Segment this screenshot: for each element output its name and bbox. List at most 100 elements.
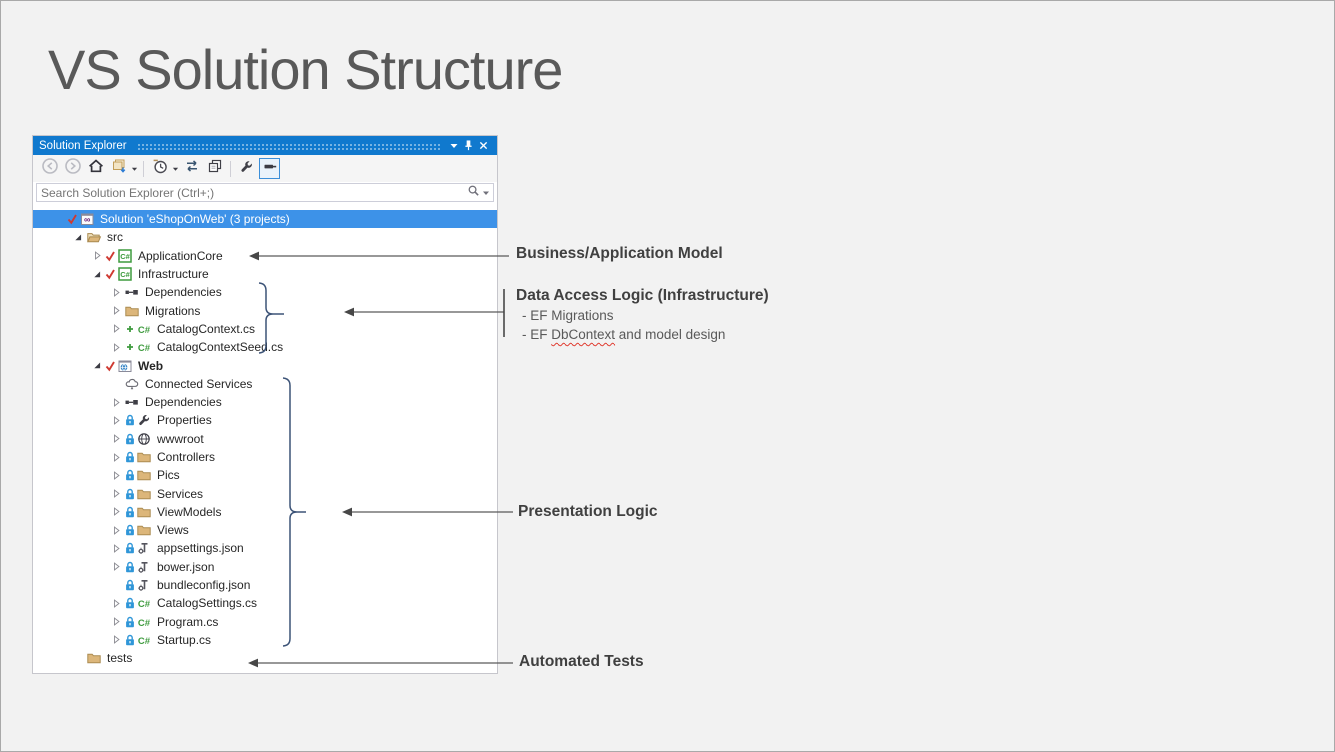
tree-item-tests[interactable]: tests (33, 649, 497, 667)
json-icon (136, 540, 153, 556)
chevron-down-icon[interactable] (446, 138, 461, 154)
tree-item-label: CatalogContextSeed.cs (157, 340, 284, 355)
expander-closed-icon[interactable] (110, 432, 124, 445)
tree-item-label: ViewModels (157, 504, 222, 519)
forward-button[interactable] (62, 158, 83, 179)
folder-open-icon (86, 229, 103, 245)
csharp-file-icon: C# (136, 339, 153, 355)
tree-item-properties[interactable]: Properties (33, 411, 497, 429)
tree-item-catalogsettings-cs[interactable]: C#CatalogSettings.cs (33, 594, 497, 612)
expander-closed-icon[interactable] (110, 414, 124, 427)
tree-item-startup-cs[interactable]: C#Startup.cs (33, 631, 497, 649)
tree-item-label: Views (157, 523, 189, 538)
search-box[interactable] (36, 183, 494, 202)
tree-item-label: tests (107, 651, 133, 666)
tree-item-web[interactable]: Web (33, 356, 497, 374)
tree-item-program-cs[interactable]: C#Program.cs (33, 613, 497, 631)
plus-badge-icon (124, 339, 136, 355)
show-all-files-button[interactable] (204, 158, 225, 179)
expander-closed-icon[interactable] (110, 505, 124, 518)
annotation-item: - EF DbContext and model design (522, 327, 726, 342)
tree-item-services[interactable]: Services (33, 484, 497, 502)
back-button[interactable] (39, 158, 60, 179)
tree-item-dependencies[interactable]: Dependencies (33, 393, 497, 411)
page-title: VS Solution Structure (48, 38, 563, 101)
properties-button[interactable] (236, 158, 257, 179)
lock-badge-icon (124, 431, 136, 447)
expander-closed-icon[interactable] (110, 633, 124, 646)
expander-closed-icon[interactable] (110, 322, 124, 335)
expander-closed-icon[interactable] (91, 249, 105, 262)
expander-closed-icon[interactable] (110, 487, 124, 500)
tree-item-bower-json[interactable]: bower.json (33, 558, 497, 576)
expander-open-icon[interactable] (91, 359, 105, 372)
tree-item-catalogcontext-cs[interactable]: C# CatalogContext.cs (33, 320, 497, 338)
tree-item-controllers[interactable]: Controllers (33, 448, 497, 466)
preview-selected-items-button[interactable] (259, 158, 280, 179)
tree-item-label: Connected Services (145, 376, 253, 391)
tree-item-connected-services[interactable]: Connected Services (33, 375, 497, 393)
pin-icon[interactable] (461, 138, 476, 154)
tree-item-dependencies[interactable]: Dependencies (33, 283, 497, 301)
tree-item-catalogcontextseed-cs[interactable]: C# CatalogContextSeed.cs (33, 338, 497, 356)
folder-icon (136, 486, 153, 502)
tree-item-appsettings-json[interactable]: appsettings.json (33, 539, 497, 557)
search-icon[interactable] (467, 184, 480, 202)
tree-item-viewmodels[interactable]: ViewModels (33, 503, 497, 521)
collapse-all-caret-icon[interactable] (130, 158, 139, 179)
expander-open-icon[interactable] (72, 231, 86, 244)
expander-closed-icon[interactable] (110, 615, 124, 628)
csharp-project-icon: C# (117, 248, 134, 264)
annotation-title: Automated Tests (519, 653, 644, 670)
expander-closed-icon[interactable] (110, 524, 124, 537)
search-row (33, 182, 497, 209)
solution-explorer-titlebar[interactable]: Solution Explorer (33, 136, 497, 155)
back-icon (41, 157, 59, 180)
tree-item-src[interactable]: src (33, 228, 497, 246)
collapse-all-icon (110, 157, 128, 180)
check-badge-icon (105, 248, 117, 264)
globe-icon (136, 431, 153, 447)
svg-text:C#: C# (120, 252, 130, 261)
close-icon[interactable] (476, 138, 491, 154)
expander-closed-icon[interactable] (110, 597, 124, 610)
search-input[interactable] (41, 185, 467, 200)
tree-item-label: CatalogContext.cs (157, 321, 256, 336)
expander-closed-icon[interactable] (110, 469, 124, 482)
sync-with-active-document-button[interactable] (181, 158, 202, 179)
tree-item-label: Program.cs (157, 614, 219, 629)
solution-explorer-panel: Solution Explorer ∞Solution 'eShopOnWeb'… (32, 135, 498, 674)
panel-title: Solution Explorer (39, 139, 127, 152)
tree-item-label: ApplicationCore (138, 248, 223, 263)
dependencies-icon (124, 284, 141, 300)
lock-badge-icon (124, 412, 136, 428)
expander-closed-icon[interactable] (110, 560, 124, 573)
expander-closed-icon[interactable] (110, 396, 124, 409)
tree-item-infrastructure[interactable]: C#Infrastructure (33, 265, 497, 283)
tree-item-migrations[interactable]: Migrations (33, 301, 497, 319)
tree-item-pics[interactable]: Pics (33, 466, 497, 484)
expander-closed-icon[interactable] (110, 341, 124, 354)
expander-closed-icon[interactable] (110, 286, 124, 299)
titlebar-grip[interactable] (136, 143, 440, 150)
tree-item-bundleconfig-json[interactable]: bundleconfig.json (33, 576, 497, 594)
pending-changes-filter-caret-icon[interactable] (171, 158, 180, 179)
search-options-caret-icon[interactable] (482, 184, 490, 202)
tree-item-views[interactable]: Views (33, 521, 497, 539)
collapse-all-button[interactable] (108, 158, 129, 179)
home-button[interactable] (85, 158, 106, 179)
expander-closed-icon[interactable] (110, 542, 124, 555)
expander-open-icon[interactable] (91, 268, 105, 281)
tree-item-applicationcore[interactable]: C# ApplicationCore (33, 247, 497, 265)
tree-item-label: src (107, 230, 123, 245)
tree-item-label: Solution 'eShopOnWeb' (3 projects) (100, 212, 290, 227)
expander-closed-icon[interactable] (110, 451, 124, 464)
json-icon (136, 559, 153, 575)
tree-item-label: appsettings.json (157, 541, 244, 556)
pending-changes-filter-button[interactable] (149, 158, 170, 179)
svg-text:C#: C# (138, 325, 151, 336)
tree-item-wwwroot[interactable]: wwwroot (33, 430, 497, 448)
expander-closed-icon[interactable] (110, 304, 124, 317)
tree-item-solution-eshoponweb-3-projects[interactable]: ∞Solution 'eShopOnWeb' (3 projects) (33, 210, 497, 229)
